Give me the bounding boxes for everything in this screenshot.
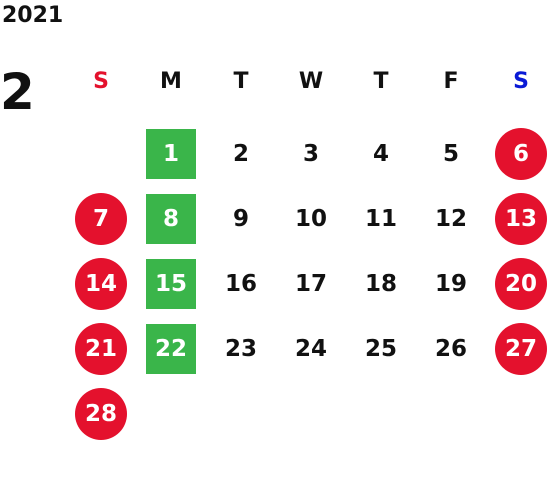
day-number: 19 xyxy=(434,270,467,297)
highlighted-day-number: 1 xyxy=(146,128,196,179)
day-cell: 12 xyxy=(416,186,486,251)
highlighted-day-number: 15 xyxy=(146,258,196,309)
day-cell: 18 xyxy=(346,251,416,316)
day-cell: 5 xyxy=(416,121,486,186)
day-number: 12 xyxy=(434,205,467,232)
day-cell: 17 xyxy=(276,251,346,316)
weekday-header: W xyxy=(298,68,324,94)
day-cell: 13 xyxy=(486,186,548,251)
day-number: 11 xyxy=(364,205,397,232)
holiday-day-number: 6 xyxy=(495,127,547,180)
day-number: 9 xyxy=(232,205,249,232)
weekday-header: S xyxy=(513,68,529,94)
day-number: 4 xyxy=(372,140,389,167)
day-cell: 4 xyxy=(346,121,416,186)
day-cell: 2 xyxy=(206,121,276,186)
day-cell: 20 xyxy=(486,251,548,316)
weekday-header: T xyxy=(233,68,249,94)
holiday-day-number: 13 xyxy=(495,192,547,245)
weekday-header: T xyxy=(373,68,389,94)
day-cell: 16 xyxy=(206,251,276,316)
day-number: 26 xyxy=(434,335,467,362)
day-cell: 7 xyxy=(66,186,136,251)
weekday-header: M xyxy=(160,68,182,94)
day-cell: 10 xyxy=(276,186,346,251)
day-cell: 28 xyxy=(66,381,136,446)
day-cell: 19 xyxy=(416,251,486,316)
highlighted-day-number: 22 xyxy=(146,323,196,374)
holiday-day-number: 27 xyxy=(495,322,547,375)
day-number: 17 xyxy=(294,270,327,297)
day-cell: 26 xyxy=(416,316,486,381)
holiday-day-number: 21 xyxy=(75,322,127,375)
day-number: 5 xyxy=(442,140,459,167)
holiday-day-number: 20 xyxy=(495,257,547,310)
day-number: 3 xyxy=(302,140,319,167)
day-cell: 21 xyxy=(66,316,136,381)
day-number: 16 xyxy=(224,270,257,297)
day-number: 10 xyxy=(294,205,327,232)
month-number: 2 xyxy=(0,63,35,121)
highlighted-day-number: 8 xyxy=(146,193,196,244)
day-cell: 24 xyxy=(276,316,346,381)
holiday-day-number: 7 xyxy=(75,192,127,245)
day-number: 25 xyxy=(364,335,397,362)
day-cell: 23 xyxy=(206,316,276,381)
holiday-day-number: 14 xyxy=(75,257,127,310)
day-cell: 11 xyxy=(346,186,416,251)
day-cell: 25 xyxy=(346,316,416,381)
day-cell: 9 xyxy=(206,186,276,251)
day-number: 23 xyxy=(224,335,257,362)
day-cell: 22 xyxy=(136,316,206,381)
day-cell: 6 xyxy=(486,121,548,186)
holiday-day-number: 28 xyxy=(75,387,127,440)
day-number: 24 xyxy=(294,335,327,362)
day-cell: 27 xyxy=(486,316,548,381)
empty-day-cell xyxy=(66,121,136,186)
day-cell: 8 xyxy=(136,186,206,251)
day-cell: 14 xyxy=(66,251,136,316)
day-cell: 3 xyxy=(276,121,346,186)
weekday-header: F xyxy=(443,68,459,94)
weekday-header: S xyxy=(93,68,109,94)
day-number: 18 xyxy=(364,270,397,297)
day-cell: 15 xyxy=(136,251,206,316)
year-label: 2021 xyxy=(2,3,64,28)
day-cell: 1 xyxy=(136,121,206,186)
day-number: 2 xyxy=(232,140,249,167)
